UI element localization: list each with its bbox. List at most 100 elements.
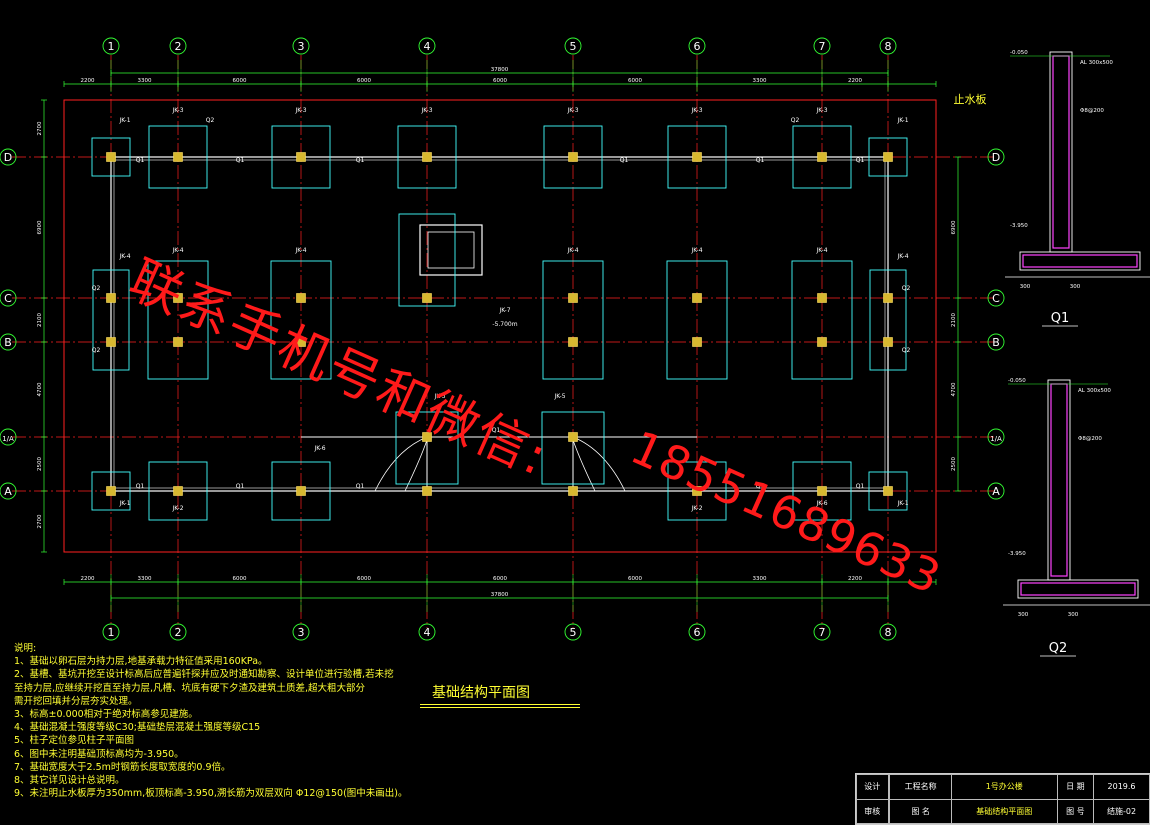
- footing-rect: [667, 125, 727, 189]
- footing-rect: [398, 213, 456, 307]
- section-base: [1017, 579, 1139, 599]
- wall-label: Q2: [902, 347, 911, 354]
- column: [568, 486, 578, 496]
- axis-letter: A: [992, 485, 1000, 498]
- tb-cell: 图 号: [1056, 798, 1095, 824]
- ramp-arc: [404, 439, 428, 492]
- axis-bubble: [813, 37, 831, 55]
- note-item: 5、柱子定位参见柱子平面图: [14, 735, 135, 747]
- axis-letter: C: [4, 292, 12, 305]
- column: [106, 152, 116, 162]
- wall-label: Q1: [356, 157, 365, 164]
- axis-number: 5: [570, 40, 577, 53]
- note-item: 9、未注明止水板厚为350mm,板顶标高-3.950,溯长筋为双层双向 Φ12@…: [14, 788, 408, 800]
- tb-cell: 工程名称: [889, 774, 952, 800]
- section-rebar: [1052, 55, 1070, 249]
- column: [883, 486, 893, 496]
- axis-bubble: [0, 148, 17, 166]
- wall-label: Q1: [856, 157, 865, 164]
- axis-bubble: [987, 482, 1005, 500]
- column: [106, 293, 116, 303]
- tb-cell: 设计: [856, 774, 889, 800]
- dim-text: 6000: [493, 78, 507, 84]
- footing-rect: [92, 269, 130, 371]
- wall-label: Q1: [756, 483, 765, 490]
- design-notes: 说明: 1、基础以卵石层为持力层,地基承载力特征值采用160KPa。 2、基槽、…: [14, 642, 408, 800]
- column: [173, 293, 183, 303]
- axis-bubble: [987, 428, 1005, 446]
- dim-text: 3300: [138, 576, 152, 582]
- axis-number: 7: [819, 626, 826, 639]
- footing-label: JK-3: [420, 107, 432, 114]
- footing-label: JK-6: [815, 500, 827, 507]
- footing-label: JK-1: [896, 117, 908, 124]
- wall-label: Q1: [236, 483, 245, 490]
- wall-outline-inner: [113, 159, 886, 489]
- wall-label: Q1: [492, 427, 501, 434]
- axis-letter: 1/A: [2, 435, 14, 443]
- dim-text: 37800: [491, 67, 509, 73]
- footing-rect: [148, 461, 208, 521]
- note-item: 8、其它详见设计总说明。: [14, 775, 125, 787]
- wall-label: Q1: [136, 157, 145, 164]
- dim-text: 2200: [848, 78, 862, 84]
- footing-label: JK-5: [553, 393, 565, 400]
- dim-text: 2200: [81, 576, 95, 582]
- column: [422, 293, 432, 303]
- dim-text: 6900: [37, 220, 43, 234]
- column: [173, 486, 183, 496]
- footing-rect: [270, 260, 332, 380]
- footing-rect: [667, 461, 727, 521]
- dim-text: 3300: [753, 576, 767, 582]
- title-underline: [420, 704, 580, 705]
- axis-letter: D: [4, 151, 12, 164]
- axis-bubble: [564, 37, 582, 55]
- column: [422, 432, 432, 442]
- dim-text: 4700: [37, 382, 43, 396]
- axis-number: 1: [108, 40, 115, 53]
- column: [568, 337, 578, 347]
- axis-bubble: [0, 289, 17, 307]
- section-base-rebar: [1022, 254, 1138, 268]
- column: [692, 486, 702, 496]
- note-item: 7、基础宽度大于2.5m时钢筋长度取宽度的0.9倍。: [14, 761, 231, 773]
- axis-number: 1: [108, 626, 115, 639]
- note-item: 需开挖回填并分层夯实处理。: [14, 695, 138, 707]
- note-item: 3、标高±0.000相对于绝对标高参见建施。: [14, 709, 198, 721]
- title-underline: [420, 707, 580, 708]
- axis-bubble: [292, 623, 310, 641]
- dim-text: 6000: [357, 78, 371, 84]
- footing-label: JK-2: [690, 505, 702, 512]
- section-text: AL 300x500: [1078, 388, 1111, 394]
- dim-text: 2500: [951, 457, 957, 471]
- footing-rect: [542, 260, 604, 380]
- notes-title: 说明:: [14, 643, 37, 654]
- axis-bubble: [688, 623, 706, 641]
- axis-bubble: [102, 623, 120, 641]
- water-board-label: 止水板: [954, 92, 987, 106]
- footing-label: JK-6: [313, 445, 325, 452]
- axis-number: 8: [885, 626, 892, 639]
- column: [173, 337, 183, 347]
- column: [296, 337, 306, 347]
- column: [422, 152, 432, 162]
- elevator-pit-inner: [427, 231, 475, 269]
- water-board-outline: [63, 99, 937, 553]
- section-level: -0.050: [1010, 50, 1028, 56]
- section-level: -3.950: [1008, 551, 1026, 557]
- footing-rect: [397, 125, 457, 189]
- footing-label: JK-4: [690, 247, 702, 254]
- axis-number: 2: [175, 626, 182, 639]
- column: [692, 152, 702, 162]
- axis-letter: D: [992, 151, 1000, 164]
- column: [173, 152, 183, 162]
- footing-rect: [792, 125, 852, 189]
- axis-bubble: [987, 148, 1005, 166]
- column: [568, 152, 578, 162]
- plan-outline: [110, 156, 889, 492]
- wall-label: Q2: [92, 347, 101, 354]
- elevator-pit: [419, 224, 483, 276]
